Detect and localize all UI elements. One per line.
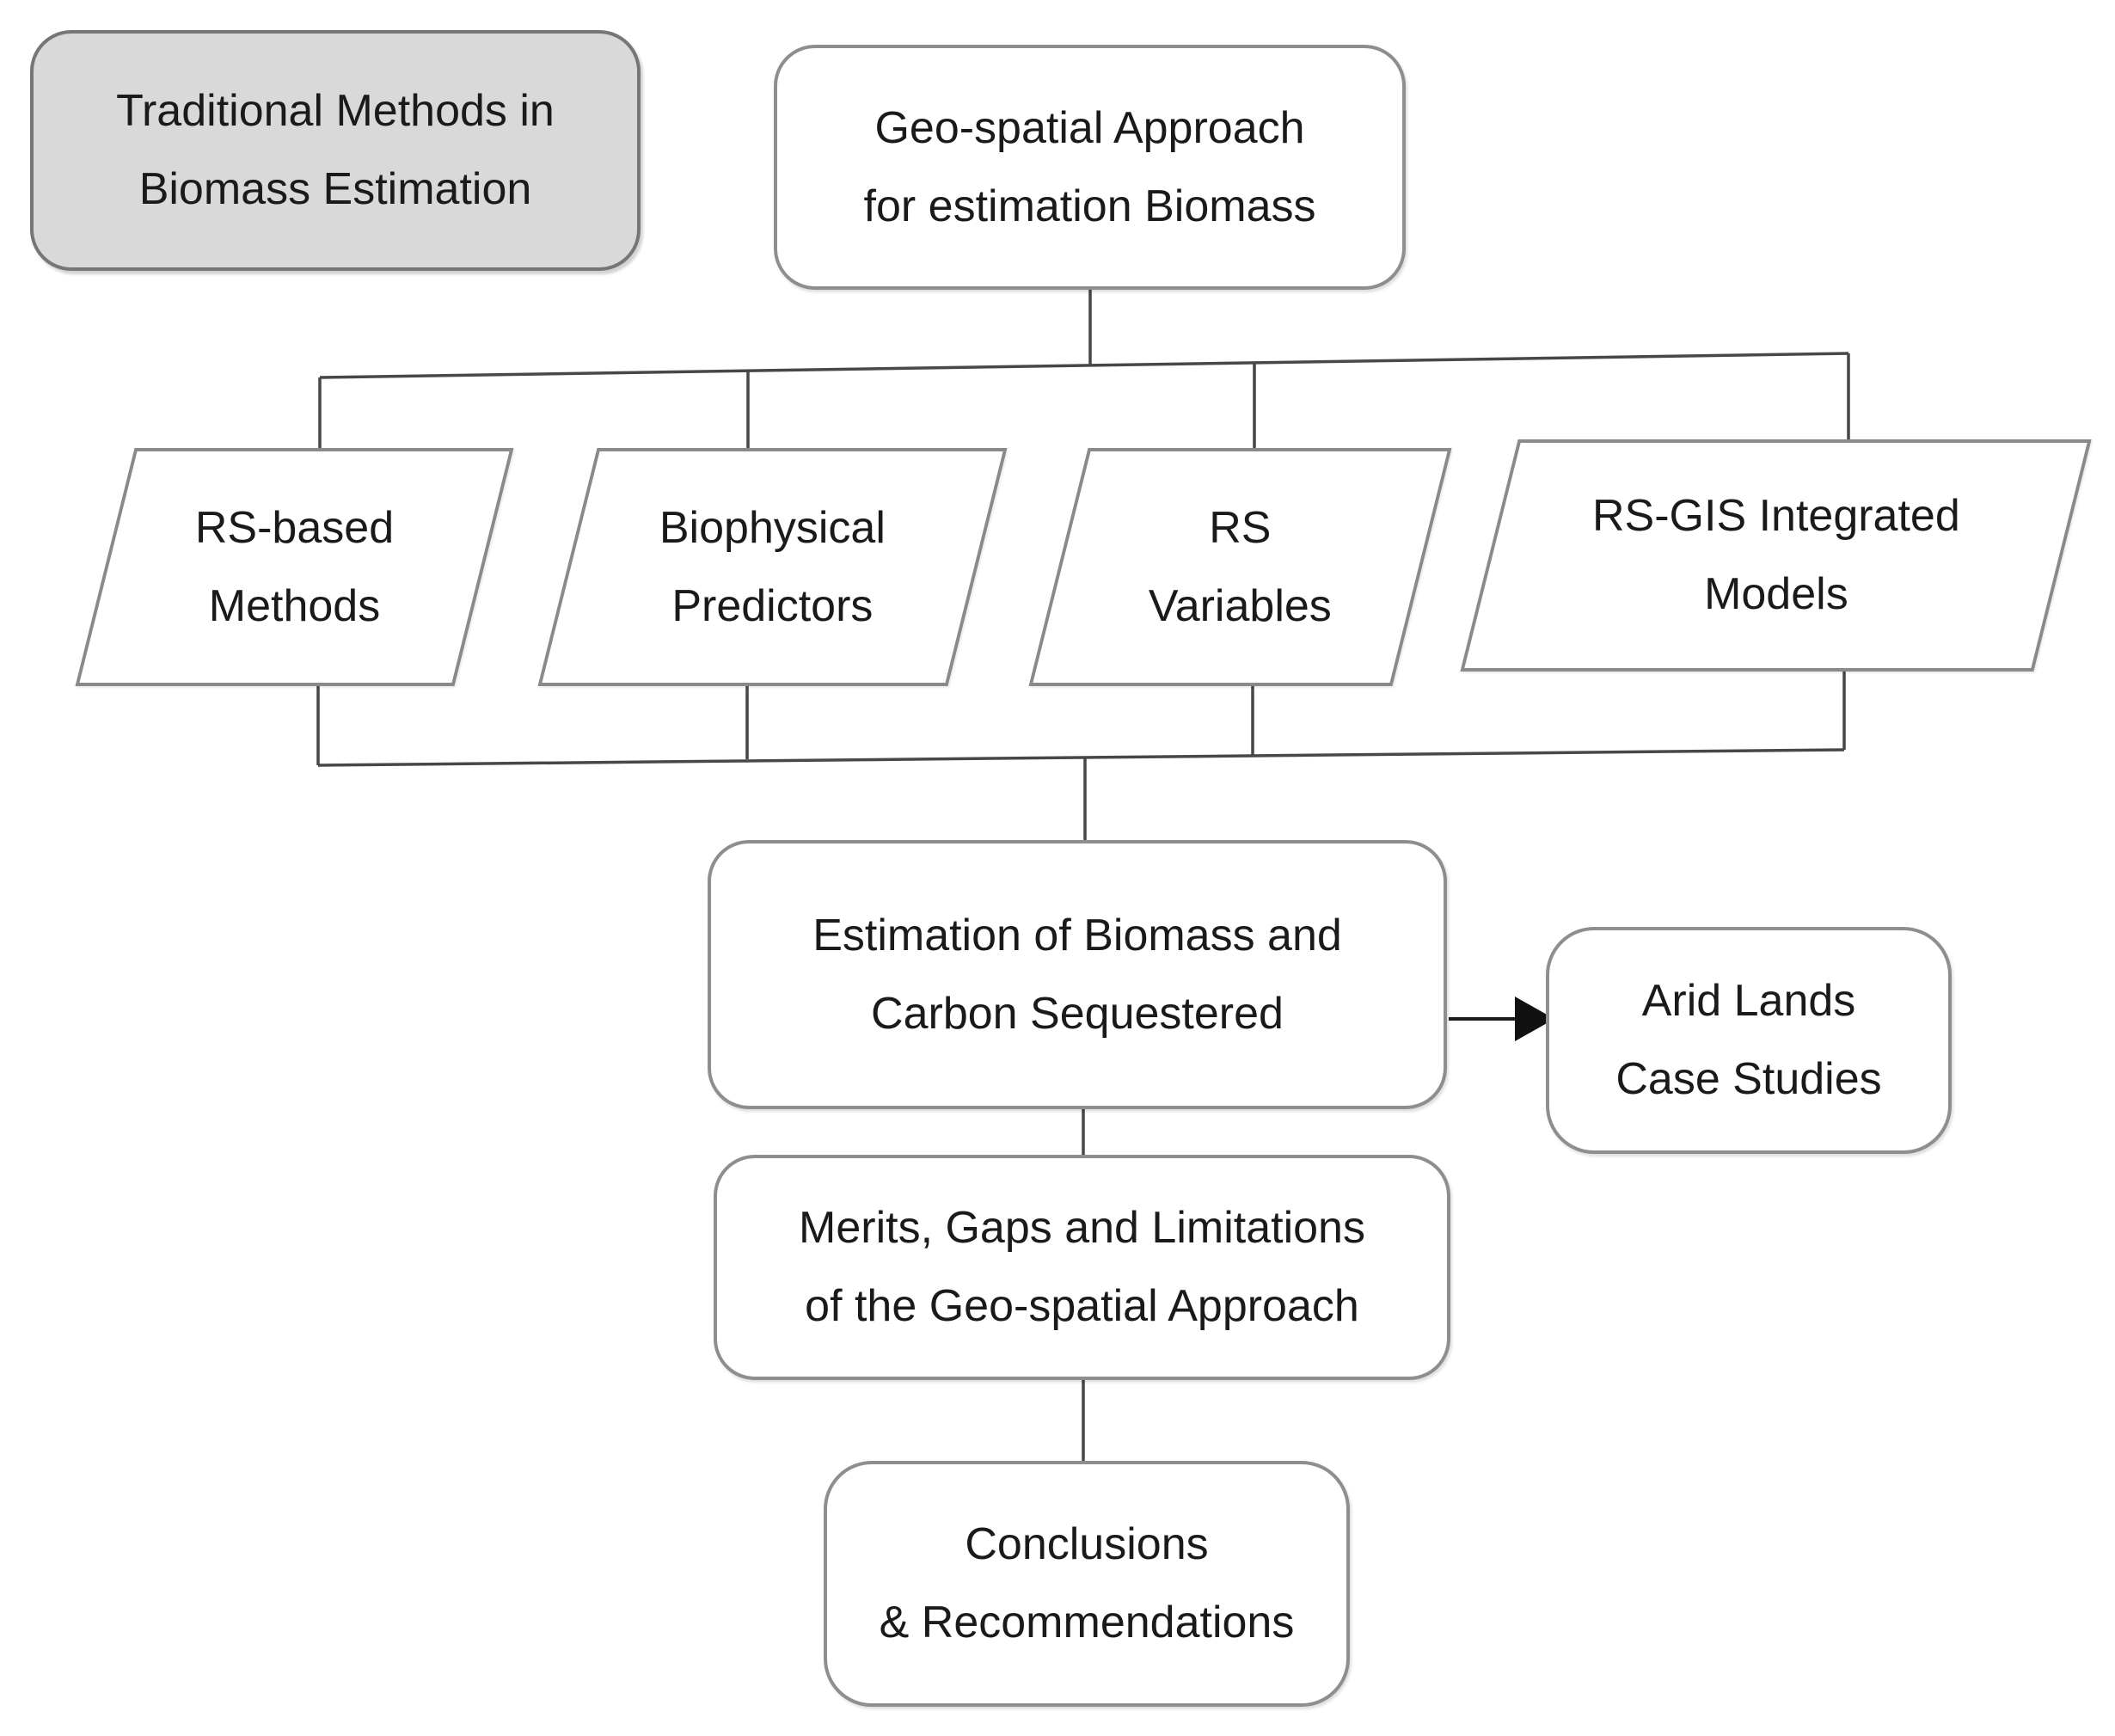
node-rs-based: RS-based Methods [75, 448, 514, 686]
edge-branch-line [319, 352, 1849, 379]
node-conclusions-label: Conclusions & Recommendations [879, 1519, 1295, 1647]
node-geospatial-label: Geo-spatial Approach for estimation Biom… [863, 102, 1316, 231]
node-arid-lands: Arid Lands Case Studies [1546, 927, 1952, 1154]
edge-converge-line [317, 748, 1845, 767]
node-geospatial: Geo-spatial Approach for estimation Biom… [774, 45, 1406, 290]
node-arid-lands-label: Arid Lands Case Studies [1615, 976, 1882, 1104]
node-conclusions: Conclusions & Recommendations [824, 1461, 1350, 1707]
node-rs-gis: RS-GIS Integrated Models [1460, 439, 2092, 672]
node-merits-label: Merits, Gaps and Limitations of the Geo-… [799, 1203, 1365, 1331]
node-rs-variables-label: RS Variables [1149, 502, 1332, 631]
node-biophysical-label: Biophysical Predictors [659, 502, 886, 631]
node-estimation: Estimation of Biomass and Carbon Sequest… [708, 840, 1447, 1109]
node-rs-gis-label: RS-GIS Integrated Models [1591, 491, 1960, 619]
node-traditional: Traditional Methods in Biomass Estimatio… [30, 30, 641, 271]
node-biophysical: Biophysical Predictors [537, 448, 1008, 686]
node-traditional-label: Traditional Methods in Biomass Estimatio… [116, 86, 555, 214]
node-rs-variables: RS Variables [1028, 448, 1452, 686]
arrowhead-icon [1515, 997, 1554, 1041]
node-rs-based-label: RS-based Methods [194, 502, 395, 631]
node-estimation-label: Estimation of Biomass and Carbon Sequest… [812, 910, 1342, 1039]
node-merits: Merits, Gaps and Limitations of the Geo-… [714, 1155, 1450, 1380]
